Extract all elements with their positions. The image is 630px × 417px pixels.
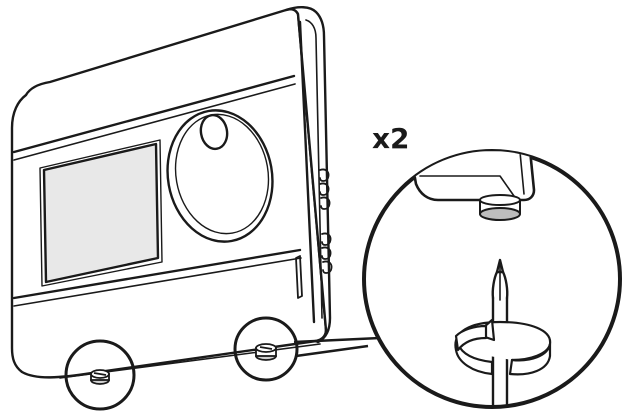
screw-callout-right	[233, 316, 299, 382]
side-slot	[295, 255, 303, 299]
side-button-2	[319, 182, 330, 196]
rotation-arrow-tail	[454, 324, 488, 352]
connector-line-2	[295, 344, 369, 358]
lower-trim-line	[12, 248, 302, 300]
callout-circle-right	[233, 316, 299, 382]
display-screen	[42, 142, 160, 284]
side-button-1	[319, 168, 330, 182]
control-knob	[166, 109, 274, 243]
side-button-3	[320, 196, 331, 210]
upper-trim-line	[12, 74, 296, 154]
upper-trim-line-2	[13, 83, 296, 161]
magnified-view	[362, 149, 622, 409]
side-groove	[305, 19, 323, 319]
device-side-edge	[284, 6, 332, 344]
lower-trim-line-2	[13, 257, 302, 307]
side-inner-line	[298, 20, 316, 324]
screw-left	[90, 369, 110, 385]
side-button-6	[322, 260, 333, 274]
zoomed-screw	[479, 194, 521, 221]
zoomed-device-edge	[519, 151, 525, 195]
side-button-5	[321, 246, 332, 260]
side-buttons	[319, 168, 333, 274]
rotation-arrow-front	[454, 342, 494, 376]
connector-line-1	[293, 336, 381, 344]
zoom-connector-lines	[293, 336, 381, 358]
rotation-arrow-icon	[454, 318, 552, 376]
callout-circle-left	[64, 339, 136, 411]
rotation-arrow-band	[508, 342, 552, 376]
zoomed-device-inner-line	[419, 175, 515, 197]
display-screen-bevel	[39, 139, 163, 287]
knob-indicator-dimple	[199, 113, 229, 151]
screwdriver	[491, 258, 509, 407]
side-button-4	[321, 232, 332, 246]
screw-callout-left	[64, 339, 136, 411]
multiplier-label: x2	[372, 122, 410, 155]
screw-right	[255, 343, 277, 361]
thermostat-device	[10, 6, 333, 379]
